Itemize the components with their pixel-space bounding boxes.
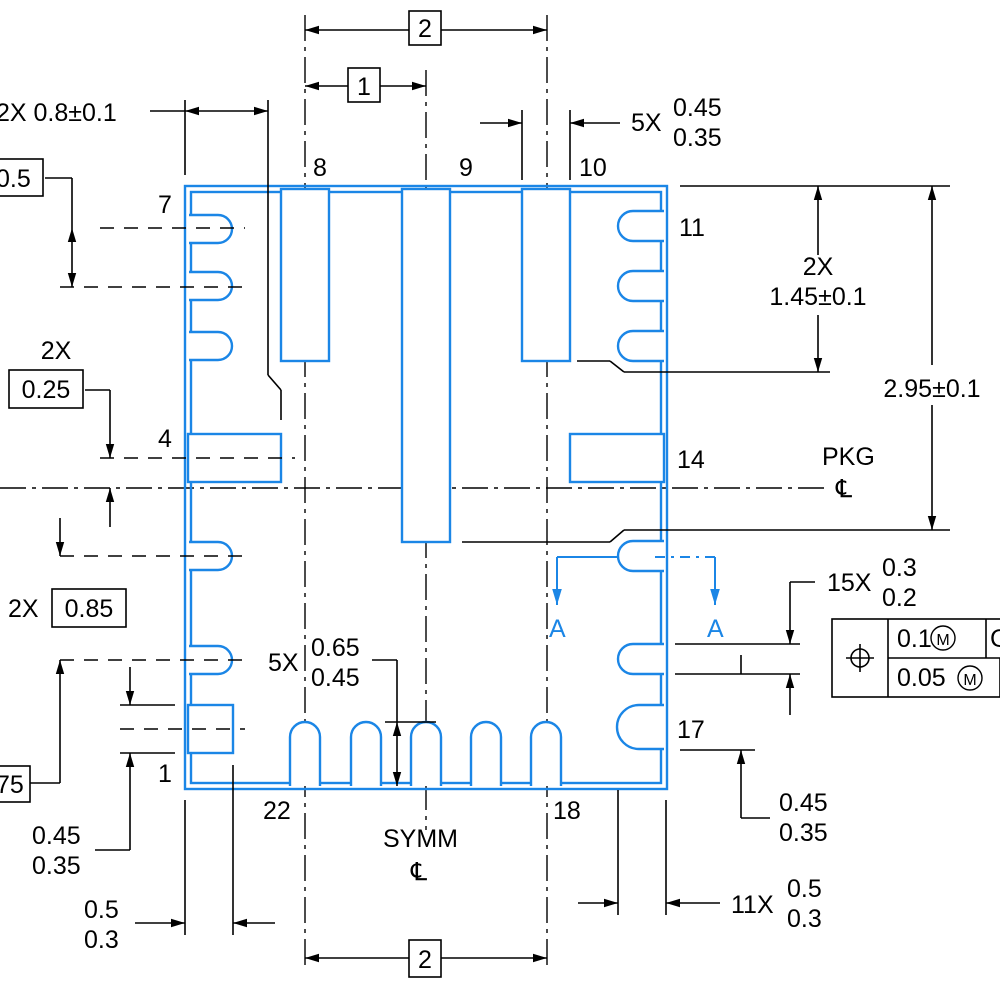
dim-box-075	[0, 765, 31, 803]
pad-8	[279, 187, 331, 363]
dim-5x-bottom-lower: 0.45	[311, 664, 360, 692]
dim-2x-145-mult: 2X	[803, 253, 834, 281]
dim-box-2-top	[408, 10, 442, 46]
svg-text:M: M	[963, 672, 976, 689]
dim-bottom-05: 0.5	[84, 896, 119, 924]
dim-box-05	[0, 158, 44, 197]
dim-box-085	[51, 588, 127, 628]
section-label-a-right: A	[707, 615, 724, 643]
dim-075: 75	[0, 771, 24, 799]
dim-15x-upper: 0.3	[882, 554, 917, 582]
dim-right-045: 0.45	[779, 789, 828, 817]
dim-145: 1.45±0.1	[769, 283, 866, 311]
dim-box-1	[347, 67, 381, 103]
fcf-row1-datum: C	[990, 625, 1000, 653]
pad-9-center	[400, 187, 452, 544]
symm-label: SYMM	[383, 825, 458, 853]
pin-label-17: 17	[677, 716, 705, 744]
dim-2x-08: 2X 0.8±0.1	[0, 99, 117, 127]
pad-10	[520, 187, 572, 363]
pin-label-18: 18	[553, 797, 581, 825]
dim-11x-lower: 0.3	[787, 905, 822, 933]
dim-5x-bottom-upper: 0.65	[311, 634, 360, 662]
pin-label-22: 22	[263, 797, 291, 825]
pin-label-9: 9	[459, 154, 473, 182]
pin-label-7: 7	[158, 191, 172, 219]
position-tolerance-icon	[846, 644, 874, 672]
mmc-modifier-icon: M	[957, 665, 983, 691]
fcf-row1-value: 0.1	[897, 625, 932, 653]
dim-2x-025-mult: 2X	[41, 337, 72, 365]
dim-295: 2.95±0.1	[883, 375, 980, 403]
dim-right-035: 0.35	[779, 819, 828, 847]
section-a-a	[552, 556, 720, 605]
dim-085: 0.85	[65, 595, 114, 623]
dim-025: 0.25	[22, 376, 71, 404]
dim-5x-bottom-mult: 5X	[268, 649, 299, 677]
dim-box-025	[8, 369, 84, 409]
feature-control-frame: 0.1 M C 0.05 M	[831, 618, 1000, 698]
dim-11x-mult: 11X	[731, 891, 774, 919]
pin-label-4: 4	[158, 425, 172, 453]
section-label-a-left: A	[549, 615, 566, 643]
pkg-label: PKG	[822, 443, 875, 471]
dim-05: 0.5	[0, 165, 31, 193]
pin-label-1: 1	[158, 760, 172, 788]
pin-label-11: 11	[679, 214, 705, 242]
dim-5x-top-upper: 0.45	[673, 94, 722, 122]
symm-centerline-symbol: ℄	[410, 858, 427, 886]
dim-5x-top-lower: 0.35	[673, 124, 722, 152]
right-pins	[615, 209, 664, 751]
pad-14	[568, 432, 666, 484]
dim-1: 1	[357, 73, 371, 101]
pkg-centerline-symbol: ℄	[835, 475, 852, 503]
dim-15x-mult: 15X	[827, 569, 872, 597]
dim-5x-top-mult: 5X	[631, 109, 662, 137]
pin-label-14: 14	[677, 446, 705, 474]
dim-bottom-03: 0.3	[84, 926, 119, 954]
pin-label-10: 10	[579, 154, 607, 182]
dim-2x-085-mult: 2X	[8, 595, 39, 623]
dim-left-035: 0.35	[32, 852, 81, 880]
dim-left-045: 0.45	[32, 822, 81, 850]
pin-label-8: 8	[313, 154, 327, 182]
bottom-pins	[288, 720, 563, 786]
dim-15x-lower: 0.2	[882, 584, 917, 612]
svg-text:M: M	[936, 632, 949, 649]
dim-2-bottom: 2	[418, 946, 432, 974]
dim-11x-upper: 0.5	[787, 875, 822, 903]
dim-box-2-bottom	[408, 939, 442, 978]
mmc-modifier-icon: M	[930, 625, 956, 651]
dim-2-top: 2	[418, 15, 432, 43]
fcf-row2-value: 0.05	[897, 664, 946, 692]
